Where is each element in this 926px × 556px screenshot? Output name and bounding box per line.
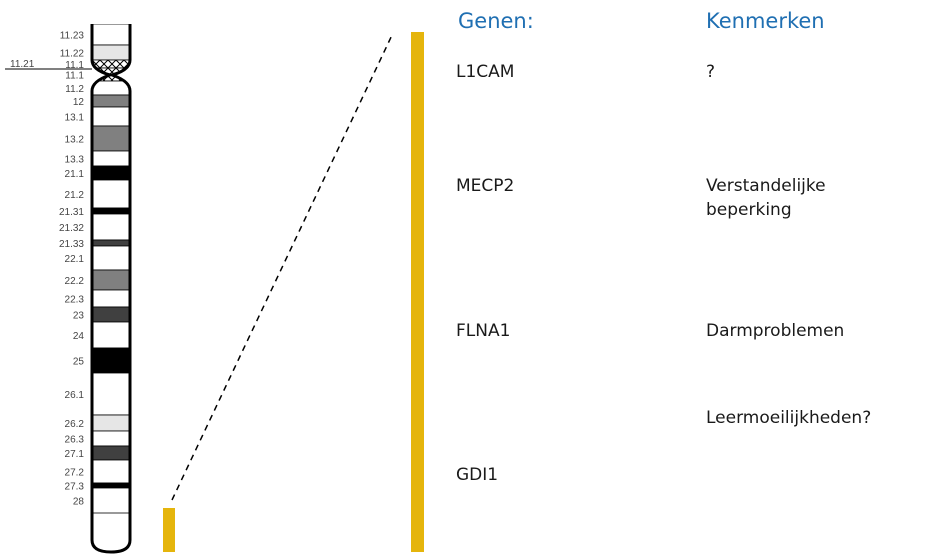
band-25 — [92, 347, 130, 374]
band-11-22 — [92, 44, 130, 61]
band-13-2 — [92, 125, 130, 152]
band-26-3 — [92, 430, 130, 447]
band-21-31 — [92, 207, 130, 215]
gene-gdi1: GDI1 — [456, 465, 499, 485]
band-label: 28 — [73, 497, 85, 508]
trait-learning: Leermoeilijkheden? — [706, 408, 872, 428]
band-22-1 — [92, 245, 130, 271]
trait-l1cam: ? — [706, 62, 716, 82]
band-label: 26.3 — [65, 435, 85, 446]
band-13-1 — [92, 106, 130, 127]
band-21-32 — [92, 213, 130, 241]
band-label: 12 — [73, 97, 85, 108]
band-label: 21.2 — [65, 190, 85, 201]
band-21-1 — [92, 165, 130, 181]
band-12 — [92, 94, 130, 108]
band-27-3 — [92, 482, 130, 489]
trait-flna1: Darmproblemen — [706, 321, 845, 341]
gene-flna1: FLNA1 — [456, 321, 511, 341]
band-label: 22.1 — [65, 254, 85, 265]
band-label: 26.2 — [65, 419, 85, 430]
band-label: 27.1 — [65, 449, 85, 460]
band-label: 26.1 — [65, 390, 85, 401]
band-label: 23 — [73, 311, 85, 322]
band-22-3 — [92, 289, 130, 308]
band-label: 24 — [73, 331, 85, 342]
band-13-3 — [92, 150, 130, 167]
band-label: 11.1 — [65, 60, 84, 71]
band-label: 11.2 — [65, 84, 84, 95]
band-label: 25 — [73, 357, 85, 368]
band-label: 21.31 — [59, 207, 84, 218]
band-label: 22.2 — [65, 276, 85, 287]
band-21-2 — [92, 179, 130, 209]
trait-mecp2: Verstandelijke beperking — [706, 176, 826, 220]
band-22-2 — [92, 269, 130, 291]
band-label: 22.3 — [65, 295, 85, 306]
zoomed-region-bar — [411, 32, 424, 552]
highlighted-region-bar — [163, 508, 175, 552]
zoom-connector-line — [171, 32, 394, 501]
gene-mecp2: MECP2 — [456, 176, 515, 196]
band-label: 11.1 — [65, 71, 84, 82]
centromere-label: 11.21 — [10, 59, 35, 70]
chromosome-bands — [92, 24, 130, 514]
band-label: 13.3 — [65, 155, 85, 166]
band-label: 27.3 — [65, 482, 85, 493]
band-label: 11.22 — [60, 49, 85, 60]
band-27-1 — [92, 445, 130, 461]
band-label: 27.2 — [65, 468, 85, 479]
band-labels: 11.2311.2211.111.111.21213.113.213.321.1… — [59, 31, 84, 508]
band-21-33 — [92, 239, 130, 247]
band-label: 13.2 — [65, 135, 85, 146]
band-label: 13.1 — [65, 113, 85, 124]
band-11-23 — [92, 24, 130, 46]
band-label: 21.33 — [59, 239, 84, 250]
band-label: 21.32 — [59, 223, 84, 234]
band-label: 11.23 — [60, 31, 85, 42]
traits-column-header: Kenmerken — [706, 9, 825, 33]
band-label: 21.1 — [65, 169, 85, 180]
band-27-2 — [92, 459, 130, 484]
chromosome-outline — [90, 24, 132, 554]
band-26-1 — [92, 372, 130, 416]
band-28 — [92, 487, 130, 514]
gene-l1cam: L1CAM — [456, 62, 515, 82]
band-23 — [92, 306, 130, 323]
band-26-2 — [92, 414, 130, 432]
band-24 — [92, 321, 130, 349]
genes-column-header: Genen: — [458, 9, 534, 33]
